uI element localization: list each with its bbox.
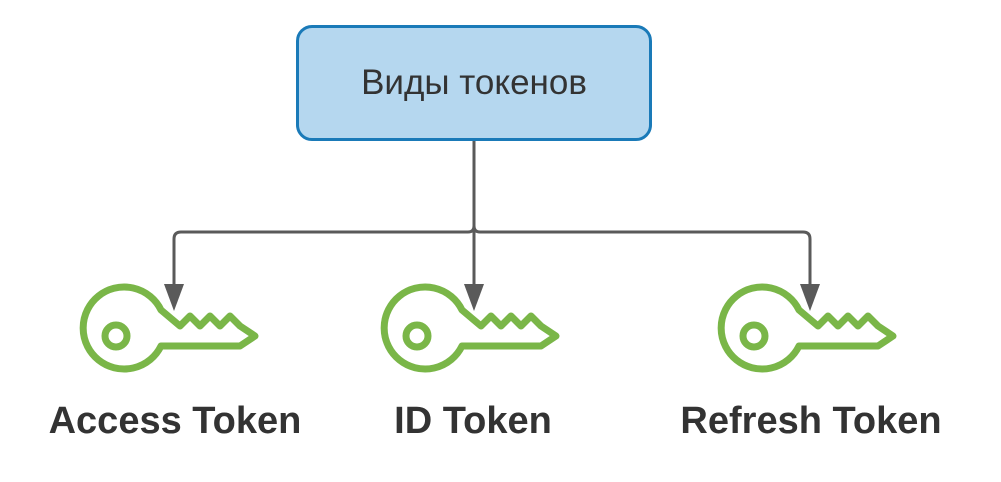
connector-to-access-token: [172, 224, 476, 287]
root-node-token-types: Виды токенов: [296, 25, 652, 141]
key-icon: [83, 287, 255, 369]
connectors: [172, 139, 812, 287]
connector-to-refresh-token: [472, 224, 812, 287]
access-token-label: Access Token: [48, 400, 302, 442]
arrowhead-refresh-token: [800, 284, 820, 311]
arrowhead-access-token: [164, 284, 184, 311]
root-node-label: Виды токенов: [361, 63, 587, 102]
id-token-label: ID Token: [394, 400, 552, 442]
arrowhead-id-token: [464, 284, 484, 311]
refresh-token-label: Refresh Token: [680, 400, 942, 442]
